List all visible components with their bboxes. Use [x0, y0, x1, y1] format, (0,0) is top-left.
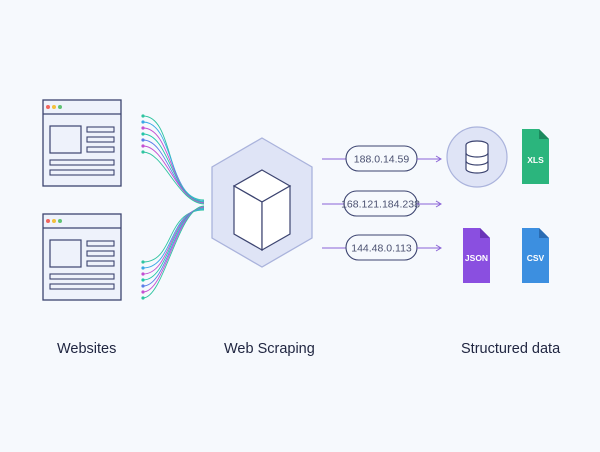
file-label: CSV	[527, 253, 545, 263]
data-flow-lines	[142, 115, 205, 299]
proxy-ip-row-2: 168.121.184.238	[322, 190, 442, 217]
ip-address: 144.48.0.113	[351, 243, 412, 255]
proxy-ip-row-3: 144.48.0.113	[322, 234, 442, 261]
database-icon	[446, 126, 508, 188]
window-maximize-dot	[58, 105, 62, 109]
window-close-dot	[46, 219, 50, 223]
file-label: JSON	[465, 253, 488, 263]
web-scraping-caption: Web Scraping	[224, 341, 315, 357]
website-window-2	[42, 213, 122, 301]
csv-file-icon: CSV	[522, 228, 549, 283]
proxy-ip-row-1: 188.0.14.59	[322, 145, 442, 172]
websites-caption: Websites	[57, 341, 117, 357]
scraper-hexagon	[211, 137, 313, 268]
file-label: XLS	[527, 155, 544, 165]
json-file-icon: JSON	[463, 228, 490, 283]
website-window-1	[42, 99, 122, 187]
window-minimize-dot	[52, 219, 56, 223]
ip-address: 168.121.184.238	[341, 199, 420, 211]
structured-data-caption: Structured data	[461, 341, 561, 357]
xls-file-icon: XLS	[522, 129, 549, 184]
window-minimize-dot	[52, 105, 56, 109]
ip-address: 188.0.14.59	[354, 154, 410, 166]
flow-start-dots	[141, 114, 145, 300]
window-maximize-dot	[58, 219, 62, 223]
window-close-dot	[46, 105, 50, 109]
cube-icon	[232, 169, 292, 252]
